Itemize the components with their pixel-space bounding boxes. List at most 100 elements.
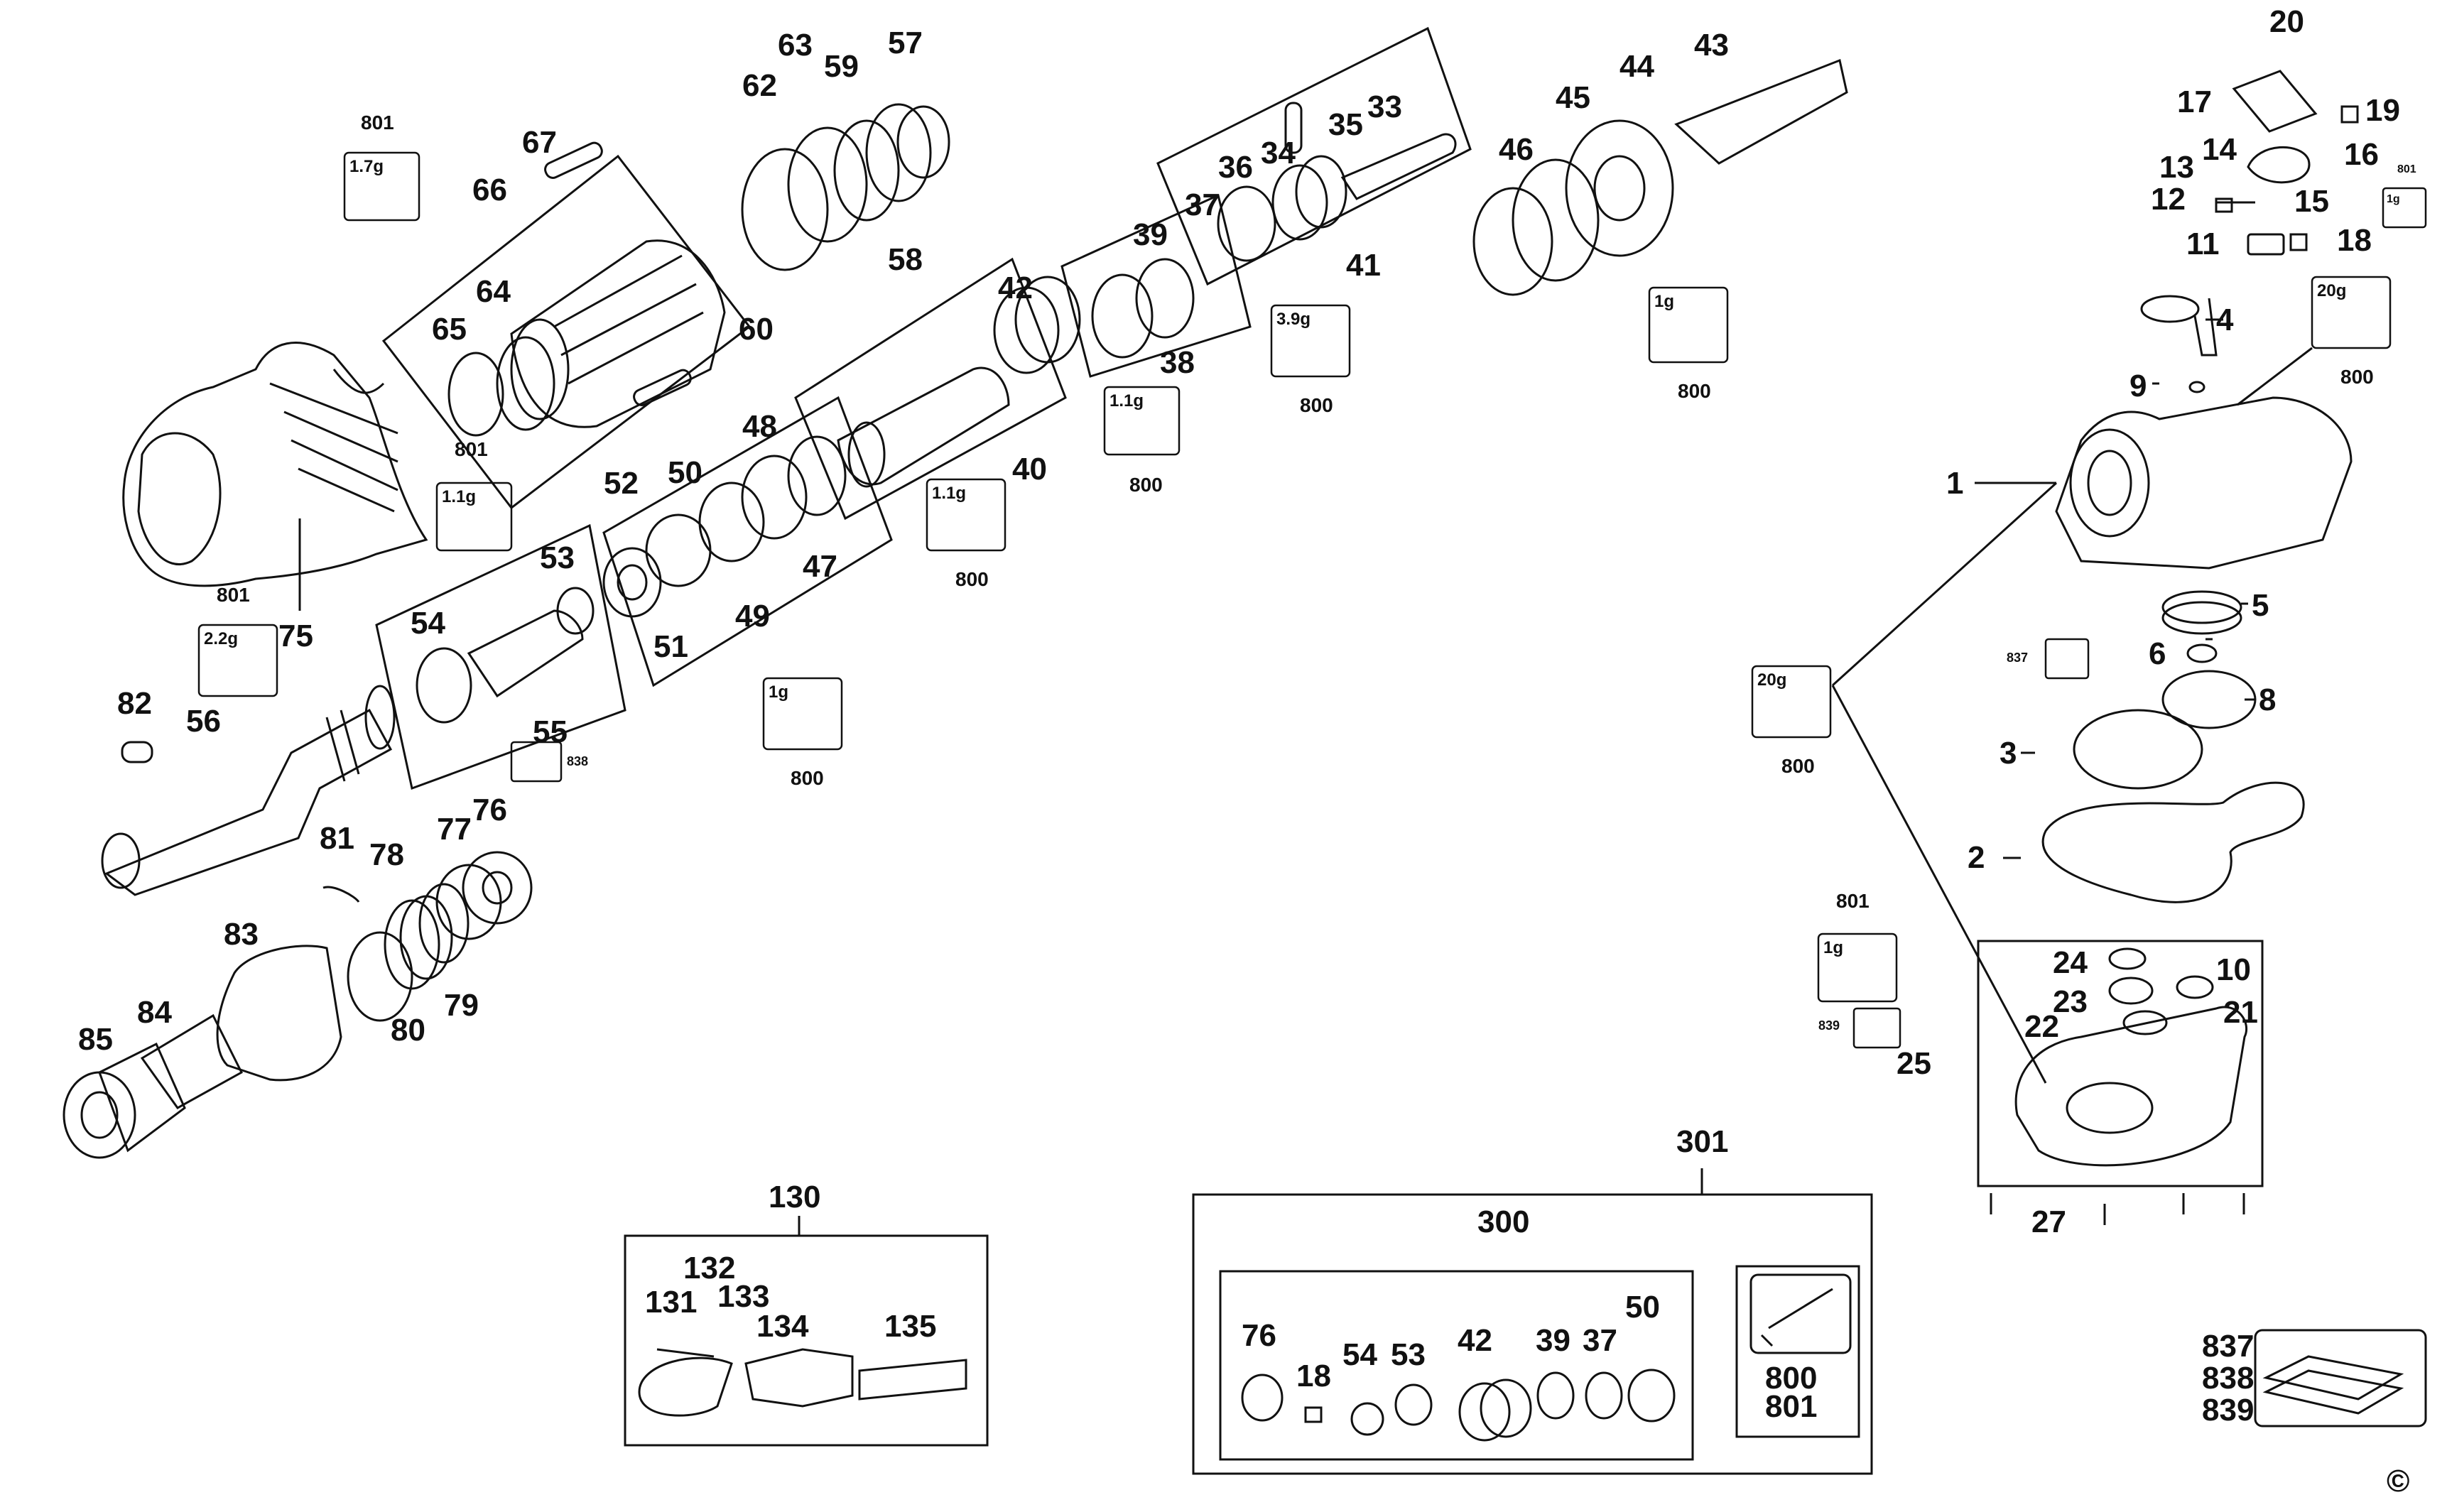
part-40-cylinder: [837, 366, 1010, 488]
callout-83: 83: [224, 917, 259, 952]
callout-134: 134: [756, 1309, 809, 1344]
callout-79: 79: [444, 988, 479, 1023]
callout-133: 133: [717, 1279, 769, 1314]
callout-14: 14: [2202, 132, 2237, 167]
part-131: [656, 1348, 715, 1358]
callout-43: 43: [1694, 28, 1729, 62]
box-47-52: [602, 396, 893, 687]
grease-ref-11: 801: [1836, 890, 1870, 912]
part-1-gear-case: [2055, 396, 2353, 570]
callout-6: 6: [2149, 636, 2166, 671]
callout-20: 20: [2269, 4, 2304, 39]
callout-78: 78: [369, 837, 404, 872]
parts-76-81-springs: [322, 851, 533, 1022]
part-38: [1091, 273, 1154, 359]
callout-9: 9: [2129, 369, 2147, 403]
grease-ref-12: 801: [2397, 163, 2416, 175]
callout-24: 24: [2053, 945, 2088, 980]
kit-part-39: 39: [1536, 1323, 1570, 1358]
callout-4: 4: [2216, 303, 2234, 337]
parts-57-63-rings: [741, 103, 950, 271]
grease-amount-1: 1.7g: [349, 157, 384, 176]
grease-amount-6: 3.9g: [1276, 310, 1311, 329]
callout-8: 8: [2259, 682, 2276, 717]
callout-45: 45: [1556, 80, 1590, 115]
box-300: [1219, 1270, 1694, 1461]
kit-part-18: 18: [1296, 1359, 1331, 1393]
callout-54: 54: [411, 606, 445, 641]
kit-300-parts: [1241, 1369, 1676, 1442]
part-132: [638, 1356, 733, 1417]
part-37-ring: [1217, 185, 1276, 262]
part-35-pin: [1284, 102, 1303, 154]
part-135: [858, 1359, 967, 1400]
grease-ref-6: 800: [1300, 394, 1333, 416]
callout-85: 85: [78, 1022, 113, 1057]
box-800-801: [1735, 1265, 1860, 1438]
callout-67: 67: [522, 125, 557, 160]
pad-ref-839: 839: [1818, 1018, 1840, 1033]
callout-34: 34: [1261, 136, 1296, 170]
callout-19: 19: [2365, 93, 2400, 128]
grease-ref-7: 800: [791, 767, 824, 789]
callout-65: 65: [432, 312, 467, 347]
callout-42: 42: [998, 271, 1033, 305]
part-67-pin: [544, 141, 603, 179]
callout-57: 57: [888, 26, 923, 60]
grease-amount-7: 1g: [769, 682, 788, 702]
parts-4-9-shaft: [2140, 295, 2218, 393]
callout-10: 10: [2216, 952, 2251, 987]
callout-16: 16: [2344, 137, 2379, 172]
box-25: [1977, 940, 2264, 1187]
kit-part-42: 42: [1458, 1323, 1492, 1358]
box-40: [794, 257, 1067, 521]
pad-label-837: 837: [2202, 1329, 2254, 1364]
callout-84: 84: [137, 995, 172, 1030]
copyright-mark: ©: [2387, 1464, 2409, 1499]
callout-36: 36: [1218, 150, 1253, 185]
callout-80: 80: [391, 1013, 425, 1048]
callout-132: 132: [683, 1251, 735, 1285]
grease-amount-9: 20g: [2317, 281, 2346, 300]
kit-grease-801: 801: [1765, 1389, 1817, 1424]
grease-ref-9: 800: [2340, 366, 2374, 388]
callout-64: 64: [476, 274, 511, 309]
part-5-bearing: [2161, 590, 2242, 624]
callout-55: 55: [533, 714, 568, 749]
callout-15: 15: [2294, 184, 2329, 219]
callout-41: 41: [1346, 248, 1381, 283]
grease-amount-3: 2.2g: [204, 629, 238, 648]
callout-48: 48: [742, 409, 777, 444]
grease-amount-11: 1g: [1823, 938, 1843, 957]
part-54-piston: [416, 587, 595, 724]
box-301: [1192, 1193, 1873, 1475]
callout-50: 50: [668, 455, 702, 490]
grease-amount-10: 20g: [1757, 670, 1786, 690]
callout-25: 25: [1897, 1046, 1931, 1081]
box-837-839: [2254, 1329, 2427, 1427]
grease-ref-10: 800: [1781, 755, 1815, 777]
parts-27-screws: [1990, 1193, 2245, 1225]
grease-ref-5: 800: [955, 568, 989, 590]
callout-301: 301: [1676, 1124, 1728, 1159]
part-36: [1271, 164, 1328, 241]
callout-81: 81: [320, 821, 354, 856]
kit-part-54: 54: [1342, 1337, 1377, 1372]
callout-131: 131: [645, 1285, 697, 1320]
callout-17: 17: [2177, 85, 2212, 119]
kit-part-50: 50: [1625, 1290, 1660, 1325]
kit-part-76: 76: [1242, 1318, 1276, 1353]
parts-11-20-switch: [2215, 70, 2359, 256]
grease-ref-8: 800: [1678, 380, 1711, 402]
grease-ref-2: 801: [455, 438, 488, 460]
kit-part-37: 37: [1583, 1323, 1617, 1358]
part-66-cylinder-housing: [510, 239, 726, 428]
callout-18: 18: [2337, 223, 2372, 258]
callout-47: 47: [803, 549, 837, 584]
callout-40: 40: [1012, 452, 1047, 486]
part-25-cover: [2014, 947, 2248, 1167]
part-39-ring: [1135, 258, 1195, 339]
callout-2: 2: [1968, 840, 1985, 875]
callout-51: 51: [653, 629, 688, 664]
